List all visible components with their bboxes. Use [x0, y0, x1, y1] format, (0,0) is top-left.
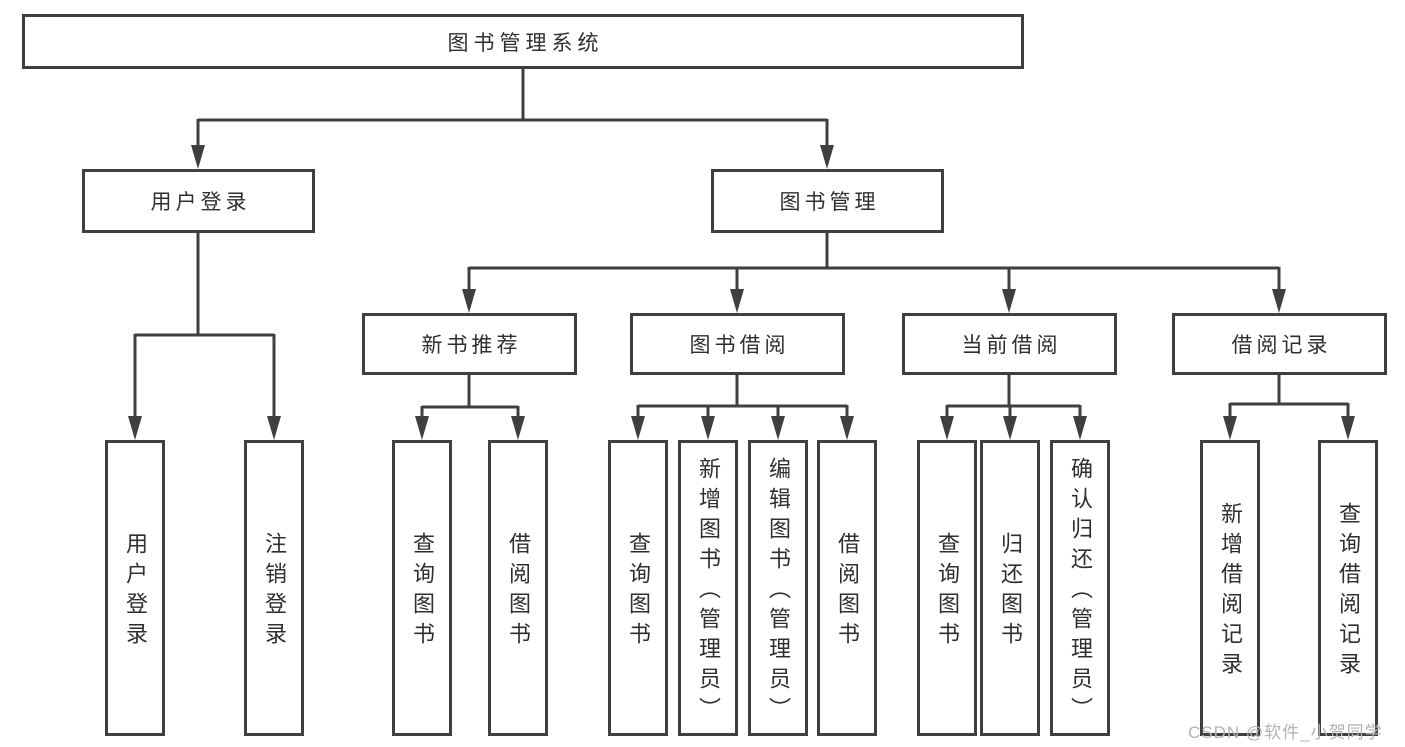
- node-book-management-label: 图书管理: [779, 191, 880, 214]
- node-new-book-recommend-label: 新书推荐: [421, 334, 522, 357]
- node-borrowing-records-label: 借阅记录: [1231, 334, 1332, 357]
- leaf-return-books: 归还图书: [980, 440, 1040, 736]
- leaf-query-books-1-label: 查询图书: [410, 532, 435, 652]
- node-borrowing-records: 借阅记录: [1172, 313, 1387, 375]
- leaf-edit-books-admin: 编辑图书（管理员）: [748, 440, 808, 736]
- leaf-borrow-books-1: 借阅图书: [488, 440, 548, 736]
- leaf-borrow-books-2: 借阅图书: [817, 440, 877, 736]
- leaf-add-books-admin-label: 新增图书（管理员）: [696, 457, 721, 727]
- leaf-confirm-return-admin-label: 确认归还（管理员）: [1068, 457, 1093, 727]
- leaf-confirm-return-admin: 确认归还（管理员）: [1050, 440, 1110, 736]
- leaf-user-login: 用户登录: [105, 440, 165, 736]
- csdn-watermark: CSDN @软件_小贺同学: [1188, 723, 1383, 742]
- leaf-add-books-admin: 新增图书（管理员）: [678, 440, 738, 736]
- leaf-user-login-label: 用户登录: [123, 532, 148, 652]
- leaf-logout-label: 注销登录: [262, 532, 287, 652]
- node-new-book-recommend: 新书推荐: [362, 313, 577, 375]
- node-current-borrowing: 当前借阅: [902, 313, 1117, 375]
- leaf-query-books-2: 查询图书: [608, 440, 668, 736]
- leaf-query-books-3-label: 查询图书: [935, 532, 960, 652]
- leaf-return-books-label: 归还图书: [998, 532, 1023, 652]
- leaf-borrow-books-2-label: 借阅图书: [835, 532, 860, 652]
- node-root-system: 图书管理系统: [22, 14, 1024, 69]
- leaf-query-borrow-record: 查询借阅记录: [1318, 440, 1378, 736]
- leaf-edit-books-admin-label: 编辑图书（管理员）: [766, 457, 791, 727]
- leaf-add-borrow-record: 新增借阅记录: [1200, 440, 1260, 736]
- leaf-logout: 注销登录: [244, 440, 304, 736]
- node-user-login: 用户登录: [82, 169, 315, 233]
- leaf-add-borrow-record-label: 新增借阅记录: [1218, 502, 1243, 682]
- node-book-borrowing: 图书借阅: [630, 313, 845, 375]
- arrowheads: [128, 145, 1355, 440]
- leaf-query-books-3: 查询图书: [917, 440, 977, 736]
- node-book-borrowing-label: 图书借阅: [689, 334, 790, 357]
- node-user-login-label: 用户登录: [150, 191, 251, 214]
- leaf-query-books-2-label: 查询图书: [626, 532, 651, 652]
- node-root-label: 图书管理系统: [447, 31, 604, 55]
- leaf-borrow-books-1-label: 借阅图书: [506, 532, 531, 652]
- leaf-query-borrow-record-label: 查询借阅记录: [1336, 502, 1361, 682]
- node-book-management: 图书管理: [711, 169, 944, 233]
- leaf-query-books-1: 查询图书: [392, 440, 452, 736]
- node-current-borrowing-label: 当前借阅: [961, 334, 1062, 357]
